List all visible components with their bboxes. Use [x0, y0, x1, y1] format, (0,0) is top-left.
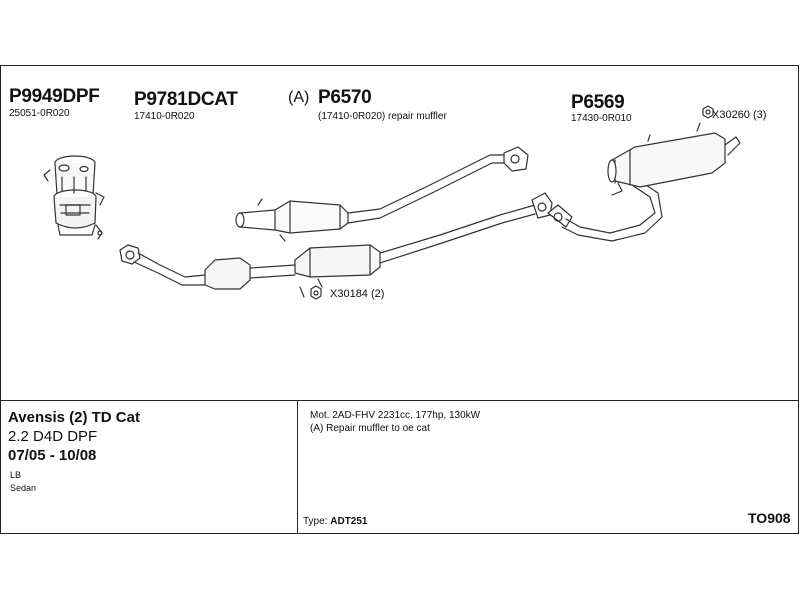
vehicle-model: Avensis (2) TD Cat — [8, 409, 140, 426]
oe-number-rear: 17430-0R010 — [571, 113, 632, 124]
fitting-qty-center: (2) — [371, 288, 385, 300]
vehicle-body-type: Sedan — [10, 483, 37, 493]
fitting-code-rear: X30260 — [712, 109, 750, 121]
fitting-qty-rear: (3) — [753, 109, 767, 121]
upper-pipe — [235, 146, 529, 242]
type-label: Type: — [303, 516, 328, 527]
fitting-label-center: X30184 (2) — [330, 288, 384, 300]
repair-remark: (A) Repair muffler to oe cat — [310, 423, 430, 434]
hex-nut-icon-center — [310, 285, 322, 300]
vehicle-years: 07/05 - 10/08 — [8, 447, 97, 464]
type-row: Type: ADT251 — [303, 516, 368, 527]
type-value: ADT251 — [330, 516, 368, 527]
vehicle-engine: 2.2 D4D DPF — [8, 428, 98, 445]
horizontal-divider — [0, 400, 799, 401]
part-number-center: P6570 — [318, 87, 372, 108]
vertical-divider — [297, 400, 298, 534]
part-prefix-a: (A) — [288, 89, 310, 106]
diagram-frame — [0, 65, 799, 534]
diagram-code: TO908 — [748, 510, 791, 526]
exhaust-system-drawing — [43, 105, 741, 300]
lower-pipe — [119, 192, 553, 298]
fitting-code-center: X30184 — [330, 288, 368, 300]
oe-number-dcat: 17410-0R020 — [134, 111, 195, 122]
oe-number-center: (17410-0R020) repair muffler — [318, 111, 447, 122]
part-number-rear: P6569 — [571, 92, 625, 113]
oe-number-dpf: 25051-0R020 — [9, 108, 70, 119]
part-number-dpf: P9949DPF — [9, 86, 100, 107]
fitting-label-rear: X30260 (3) — [712, 109, 766, 121]
part-number-dcat: P9781DCAT — [134, 89, 238, 110]
hex-nut-icon-rear — [702, 105, 714, 119]
rear-muffler — [547, 122, 741, 242]
motor-spec: Mot. 2AD-FHV 2231cc, 177hp, 130kW — [310, 410, 481, 421]
vehicle-body-code: LB — [10, 470, 22, 480]
dpf-assembly — [43, 155, 105, 240]
